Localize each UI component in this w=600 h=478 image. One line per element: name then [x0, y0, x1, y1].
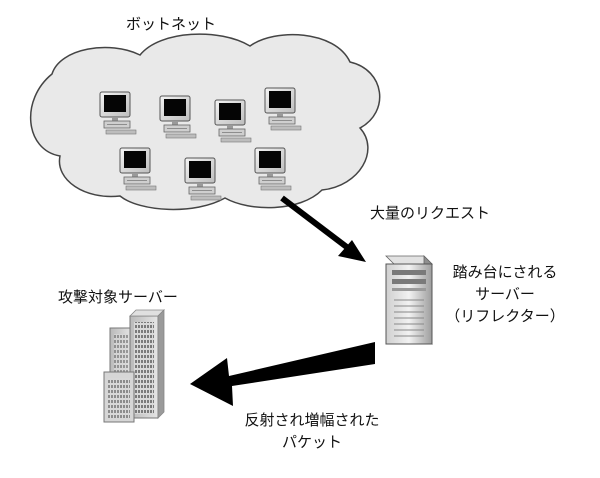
target-server-label: 攻撃対象サーバー — [58, 288, 178, 306]
botnet-label: ボットネット — [126, 15, 217, 33]
reflector-label-line3: （リフレクター） — [445, 307, 565, 325]
reflected-packets-arrow — [190, 342, 375, 406]
reflected-packets-label-line1: 反射され増幅された — [244, 411, 380, 429]
request-arrow — [280, 195, 366, 262]
rack-server-icon — [103, 309, 165, 423]
reflector-label-line1: 踏み台にされる — [452, 263, 558, 281]
tower-server-icon — [385, 255, 433, 345]
botnet-cloud — [30, 33, 381, 211]
reflected-packets-label-line2: パケット — [281, 433, 342, 451]
reflector-label-line2: サーバー — [475, 285, 535, 303]
mass-requests-label: 大量のリクエスト — [370, 204, 491, 222]
